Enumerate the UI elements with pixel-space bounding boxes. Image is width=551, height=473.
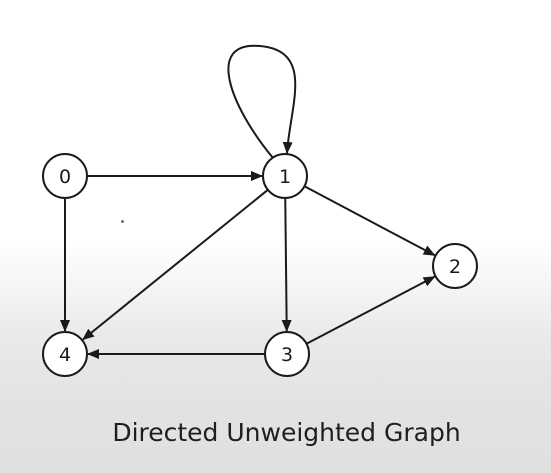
node-circle-1: [262, 153, 308, 199]
stray-dot: [121, 220, 124, 223]
node-label-1: 1: [279, 166, 291, 188]
node-4: 4: [42, 331, 88, 377]
node-circle-4: [42, 331, 88, 377]
node-circle-2: [432, 243, 478, 289]
node-1: 1: [262, 153, 308, 199]
node-2: 2: [432, 243, 478, 289]
node-3: 3: [264, 331, 310, 377]
node-circle-3: [264, 331, 310, 377]
node-label-0: 0: [59, 166, 71, 188]
edge-1-to-3: [281, 197, 292, 333]
nodes: 0 1 2 3 4: [42, 153, 478, 377]
node-label-2: 2: [449, 256, 461, 278]
edge-1-to-4: [82, 189, 269, 341]
node-0: 0: [42, 153, 88, 199]
edge-1-to-2: [303, 185, 436, 257]
edge-3-to-2: [306, 275, 436, 345]
node-label-3: 3: [281, 344, 293, 366]
node-label-4: 4: [59, 344, 71, 366]
diagram-caption: Directed Unweighted Graph: [112, 418, 461, 447]
edges: [60, 44, 436, 359]
edge-1-to-1: [227, 44, 297, 159]
node-circle-0: [42, 153, 88, 199]
